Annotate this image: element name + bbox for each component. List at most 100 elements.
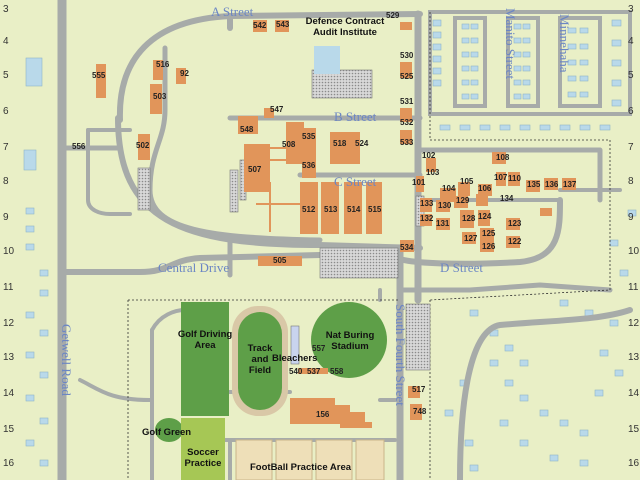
golf-green-label: Golf Green [142, 427, 192, 438]
building-124[interactable]: 124 [478, 212, 492, 221]
grid-row-label-right: 11 [628, 282, 639, 293]
building-524[interactable]: 524 [355, 139, 369, 148]
soccer-practice-label: Soccer Practice [184, 447, 222, 469]
central-drive-label: Central Drive [158, 260, 230, 275]
building-127[interactable]: 127 [464, 234, 478, 243]
building-133[interactable]: 133 [420, 199, 434, 208]
building-536[interactable]: 536 [302, 161, 316, 170]
building-525[interactable]: 525 [400, 72, 414, 81]
building-123[interactable]: 123 [508, 219, 522, 228]
south-fourth-street-label: South Fourth Street [393, 304, 408, 406]
building-558[interactable]: 558 [330, 367, 344, 376]
building-101[interactable]: 101 [412, 178, 426, 187]
getwell-road-label: Getwell Road [59, 324, 74, 396]
minnehaha-label: Minnehaha [557, 14, 572, 73]
grid-row-label: 4 [3, 36, 9, 47]
track-field-label: Track and Field [247, 343, 273, 376]
building-547[interactable]: 547 [270, 105, 284, 114]
building-533[interactable]: 533 [400, 138, 414, 147]
building-531[interactable]: 531 [400, 97, 414, 106]
building-135[interactable]: 135 [527, 180, 541, 189]
grid-row-label: 9 [3, 212, 9, 223]
building-535[interactable]: 535 [302, 132, 316, 141]
building-502[interactable]: 502 [136, 141, 150, 150]
c-street-label: C Street [334, 174, 377, 189]
building-530[interactable]: 530 [400, 51, 414, 60]
building-102[interactable]: 102 [422, 151, 436, 160]
building-548[interactable]: 548 [240, 125, 254, 134]
building-529[interactable]: 529 [386, 11, 400, 20]
building-132[interactable]: 132 [420, 214, 434, 223]
grid-row-label: 8 [3, 176, 9, 187]
manito-street-label: Manito Street [503, 8, 518, 80]
building-505[interactable]: 505 [273, 256, 287, 265]
grid-row-label-right: 9 [628, 212, 634, 223]
building-557[interactable]: 557 [312, 344, 326, 353]
building-134[interactable]: 134 [500, 194, 514, 203]
building-107[interactable]: 107 [494, 173, 508, 182]
grid-row-label-right: 10 [628, 246, 640, 257]
building-518[interactable]: 518 [333, 139, 347, 148]
building-108[interactable]: 108 [496, 153, 510, 162]
grid-row-label: 14 [3, 388, 15, 399]
grid-row-label-right: 8 [628, 176, 634, 187]
grid-row-label-right: 15 [628, 424, 640, 435]
building-128[interactable]: 128 [462, 214, 476, 223]
building-156[interactable]: 156 [316, 410, 330, 419]
football-practice-area [235, 439, 385, 480]
building-556[interactable]: 556 [72, 142, 86, 151]
building-126[interactable]: 126 [482, 242, 496, 251]
golf-driving-label: Golf Driving Area [177, 329, 233, 351]
building-517[interactable]: 517 [412, 385, 426, 394]
grid-row-label-right: 14 [628, 388, 640, 399]
building-503[interactable]: 503 [153, 92, 167, 101]
stadium-label: Nat Buring Stadium [325, 330, 375, 352]
parking-lots [137, 69, 431, 371]
residential-blocks [23, 10, 637, 472]
building-129[interactable]: 129 [456, 196, 470, 205]
building-748[interactable]: 748 [413, 407, 427, 416]
building-106[interactable]: 106 [478, 184, 492, 193]
building-131[interactable]: 131 [436, 219, 450, 228]
grid-row-label: 7 [3, 142, 9, 153]
grid-row-label-right: 12 [628, 318, 640, 329]
building-537[interactable]: 537 [307, 367, 321, 376]
building-507[interactable]: 507 [248, 165, 262, 174]
building-540[interactable]: 540 [289, 367, 303, 376]
building-125[interactable]: 125 [482, 229, 496, 238]
building-516[interactable]: 516 [156, 60, 170, 69]
grid-row-label: 5 [3, 70, 9, 81]
grid-row-label: 6 [3, 106, 9, 117]
building-104[interactable]: 104 [442, 184, 456, 193]
building-508[interactable]: 508 [282, 140, 296, 149]
building-555[interactable]: 555 [92, 71, 106, 80]
building-105[interactable]: 105 [460, 177, 474, 186]
fields [155, 302, 387, 480]
defence-contract-label: Defence Contract Audit Institute [305, 16, 385, 38]
a-street-label: A Street [211, 4, 254, 19]
building-512[interactable]: 512 [302, 205, 316, 214]
building-136[interactable]: 136 [545, 180, 559, 189]
building-515[interactable]: 515 [368, 205, 382, 214]
grid-row-label-right: 5 [628, 70, 634, 81]
grid-row-label: 16 [3, 458, 15, 469]
grid-row-label-right: 16 [628, 458, 640, 469]
building-92[interactable]: 92 [180, 69, 189, 78]
grid-row-label-right: 13 [628, 352, 640, 363]
building-137[interactable]: 137 [563, 180, 577, 189]
building-534[interactable]: 534 [400, 243, 414, 252]
building-514[interactable]: 514 [347, 205, 361, 214]
building-532[interactable]: 532 [400, 118, 414, 127]
building-103[interactable]: 103 [426, 168, 440, 177]
pond [314, 46, 340, 74]
building-110[interactable]: 110 [508, 174, 521, 183]
building-513[interactable]: 513 [324, 205, 338, 214]
grid-row-label: 13 [3, 352, 15, 363]
building-122[interactable]: 122 [508, 237, 522, 246]
building-543[interactable]: 543 [276, 20, 290, 29]
building-130[interactable]: 130 [438, 201, 452, 210]
roads [57, 0, 633, 480]
building-542[interactable]: 542 [253, 21, 267, 30]
